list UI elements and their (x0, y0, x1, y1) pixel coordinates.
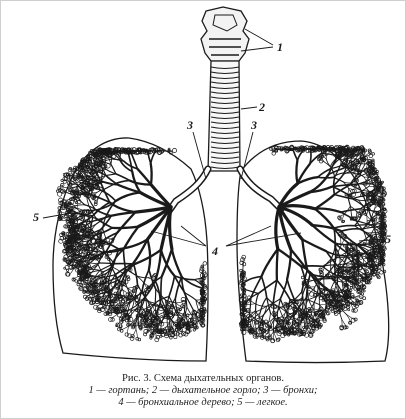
larynx (201, 7, 249, 61)
caption-legend-line-2: 4 — бронхиальное дерево; 5 — легкое. (1, 397, 405, 409)
label-lung-right: 5 (385, 232, 391, 246)
label-bronchus-right: 3 (250, 118, 257, 132)
label-bronchial-tree: 4 (211, 244, 218, 258)
label-larynx: 1 (277, 40, 283, 54)
caption-title: Рис. 3. Схема дыхательных органов. (1, 373, 405, 385)
label-lung-left: 5 (33, 210, 39, 224)
figure-caption: Рис. 3. Схема дыхательных органов. 1 — г… (1, 373, 405, 409)
respiratory-diagram: 1 2 3 3 4 5 5 (1, 1, 405, 373)
left-bronchial-tree (56, 147, 207, 341)
right-bronchial-tree (239, 145, 387, 343)
label-bronchus-left: 3 (186, 118, 193, 132)
label-trachea: 2 (258, 100, 265, 114)
caption-legend-line-1: 1 — гортань; 2 — дыхательное горло; 3 — … (1, 385, 405, 397)
trachea (208, 61, 240, 171)
main-bronchi (169, 169, 281, 211)
